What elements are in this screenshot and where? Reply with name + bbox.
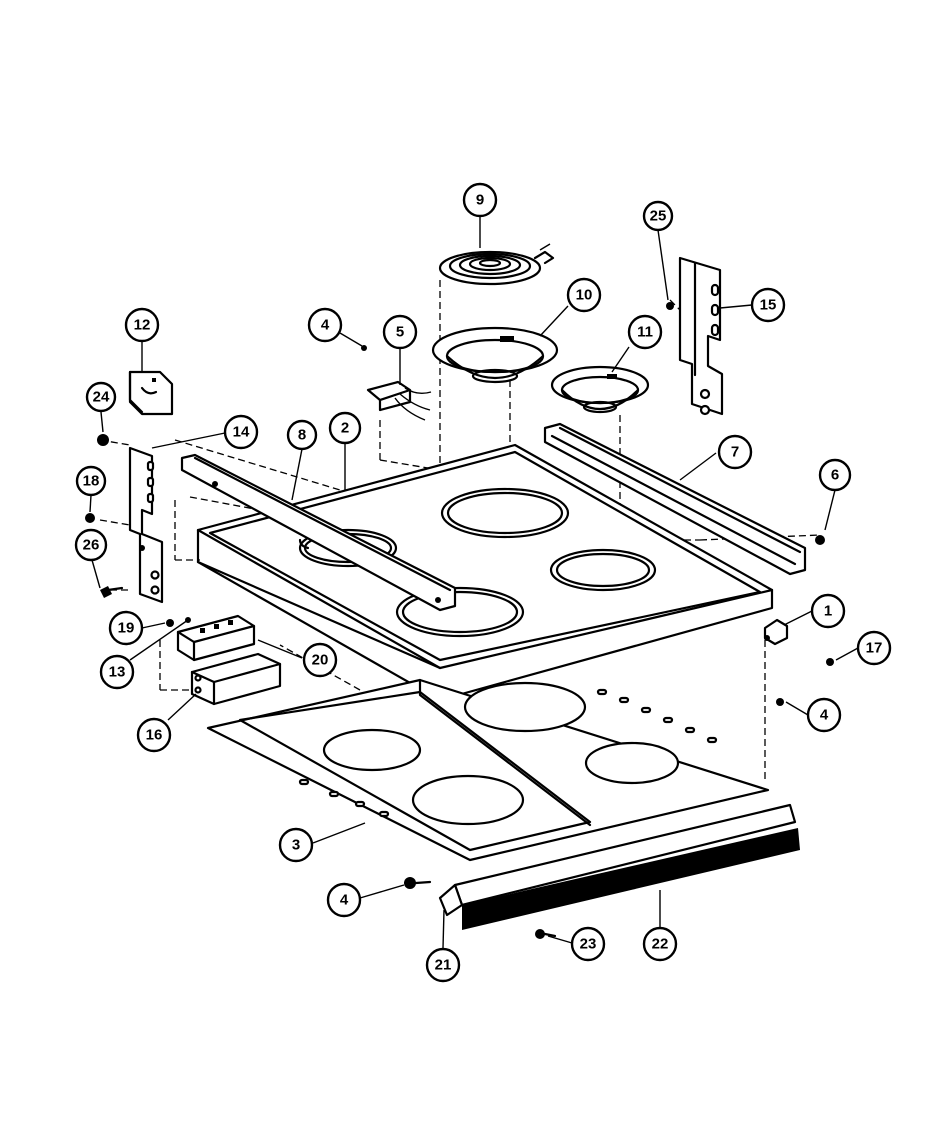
- svg-text:2: 2: [341, 420, 349, 437]
- svg-text:13: 13: [109, 664, 126, 681]
- callout-4-top: 4: [307, 307, 343, 343]
- main-top: [196, 443, 774, 702]
- callout-18: 18: [75, 465, 107, 497]
- callout-17: 17: [856, 630, 892, 666]
- svg-text:11: 11: [637, 324, 653, 341]
- svg-text:25: 25: [650, 208, 667, 225]
- callout-15: 15: [750, 287, 786, 323]
- callout-23: 23: [570, 926, 606, 962]
- svg-text:10: 10: [576, 287, 593, 304]
- rear-trim: [543, 422, 807, 576]
- bracket-left-upper: [128, 370, 174, 416]
- svg-text:4: 4: [321, 317, 330, 334]
- svg-text:26: 26: [83, 537, 100, 554]
- front-trim: [438, 803, 800, 930]
- callout-21: 21: [425, 947, 461, 983]
- svg-text:21: 21: [435, 957, 452, 974]
- callout-20: 20: [302, 642, 338, 678]
- callout-12: 12: [124, 307, 160, 343]
- svg-text:3: 3: [292, 837, 300, 854]
- callout-8: 8: [286, 419, 318, 451]
- callout-5: 5: [382, 314, 418, 350]
- svg-text:9: 9: [476, 192, 484, 209]
- callout-16: 16: [136, 717, 172, 753]
- svg-text:4: 4: [340, 892, 349, 909]
- callout-14: 14: [223, 414, 259, 450]
- clip: [763, 618, 789, 646]
- terminal-block: [361, 345, 432, 421]
- svg-text:6: 6: [831, 467, 839, 484]
- callout-1: 1: [810, 593, 846, 629]
- svg-text:15: 15: [760, 297, 777, 314]
- callout-25: 25: [642, 200, 674, 232]
- svg-text:14: 14: [233, 424, 250, 441]
- callout-9: 9: [462, 182, 498, 218]
- callout-2: 2: [328, 411, 362, 445]
- bracket-right: [666, 256, 724, 416]
- burner-box: [206, 678, 770, 862]
- svg-text:20: 20: [312, 652, 329, 669]
- svg-text:5: 5: [396, 324, 404, 341]
- surface-element: [438, 243, 555, 286]
- drip-bowl-small: [550, 365, 650, 414]
- svg-text:17: 17: [866, 640, 883, 657]
- callout-13: 13: [99, 654, 135, 690]
- callout-10: 10: [566, 277, 602, 313]
- callout-24: 24: [85, 381, 117, 413]
- svg-text:7: 7: [731, 444, 739, 461]
- left-trim: [180, 453, 457, 612]
- callout-6: 6: [818, 458, 852, 492]
- svg-text:8: 8: [298, 427, 306, 444]
- drip-bowl-large: [431, 326, 559, 384]
- callout-4-right: 4: [806, 697, 842, 733]
- callout-22: 22: [642, 926, 678, 962]
- svg-text:23: 23: [580, 936, 597, 953]
- callouts: 9 25 15 10 4 5 11 12 24 14 8 2 7 6 18 26…: [74, 182, 892, 983]
- svg-text:16: 16: [146, 727, 163, 744]
- svg-text:1: 1: [824, 603, 832, 620]
- callout-3: 3: [278, 827, 314, 863]
- callout-11: 11: [627, 314, 663, 350]
- svg-text:4: 4: [820, 707, 829, 724]
- svg-text:18: 18: [83, 473, 100, 490]
- svg-text:19: 19: [118, 620, 135, 637]
- callout-26: 26: [74, 528, 108, 562]
- callout-19: 19: [108, 610, 144, 646]
- side-bracket: [128, 446, 164, 604]
- terminal-blocks: [176, 614, 282, 706]
- svg-text:24: 24: [93, 389, 110, 406]
- callout-7: 7: [717, 434, 753, 470]
- callout-4-bottom: 4: [326, 882, 362, 918]
- svg-text:12: 12: [134, 317, 151, 334]
- svg-text:22: 22: [652, 936, 669, 953]
